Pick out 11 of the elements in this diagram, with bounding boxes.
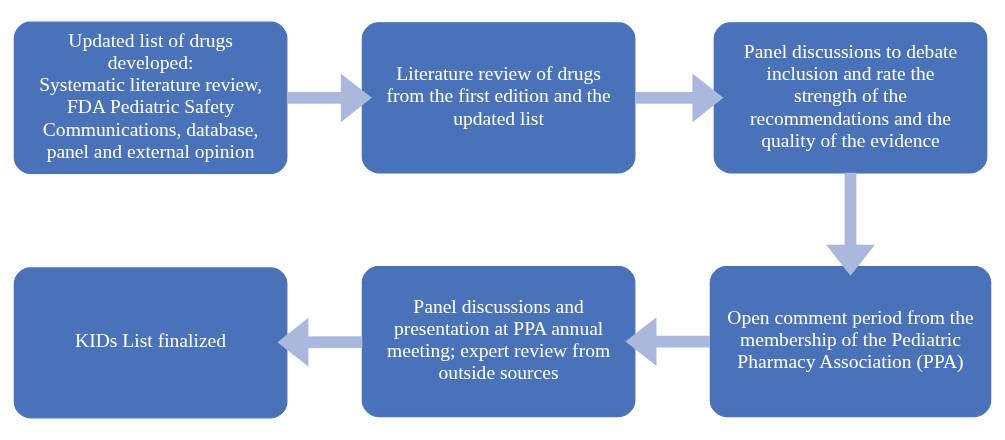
arrow — [277, 317, 363, 367]
node-box: Literature review of drugs from the first edition and the updated list — [361, 22, 636, 174]
node-box: Panel discussions to debate inclusion and rate the strength of the recommendations and the quality of the evidence — [713, 22, 988, 174]
arrow — [634, 73, 724, 123]
node-box: Panel discussions and presentation at PPA annual meeting; expert review from outside sources — [361, 265, 636, 418]
node-box: Updated list of drugs developed: Systematic literature review, FDA Pediatric Safety Communications, database, panel and external opinion — [13, 21, 288, 175]
arrow — [625, 317, 710, 366]
node-box: KIDs List finalized — [13, 267, 288, 419]
arrow — [286, 73, 372, 123]
arrow — [826, 172, 875, 276]
node-box: Open comment period from the membership of the Pediatric Pharmacy Association (PPA) — [709, 265, 992, 418]
